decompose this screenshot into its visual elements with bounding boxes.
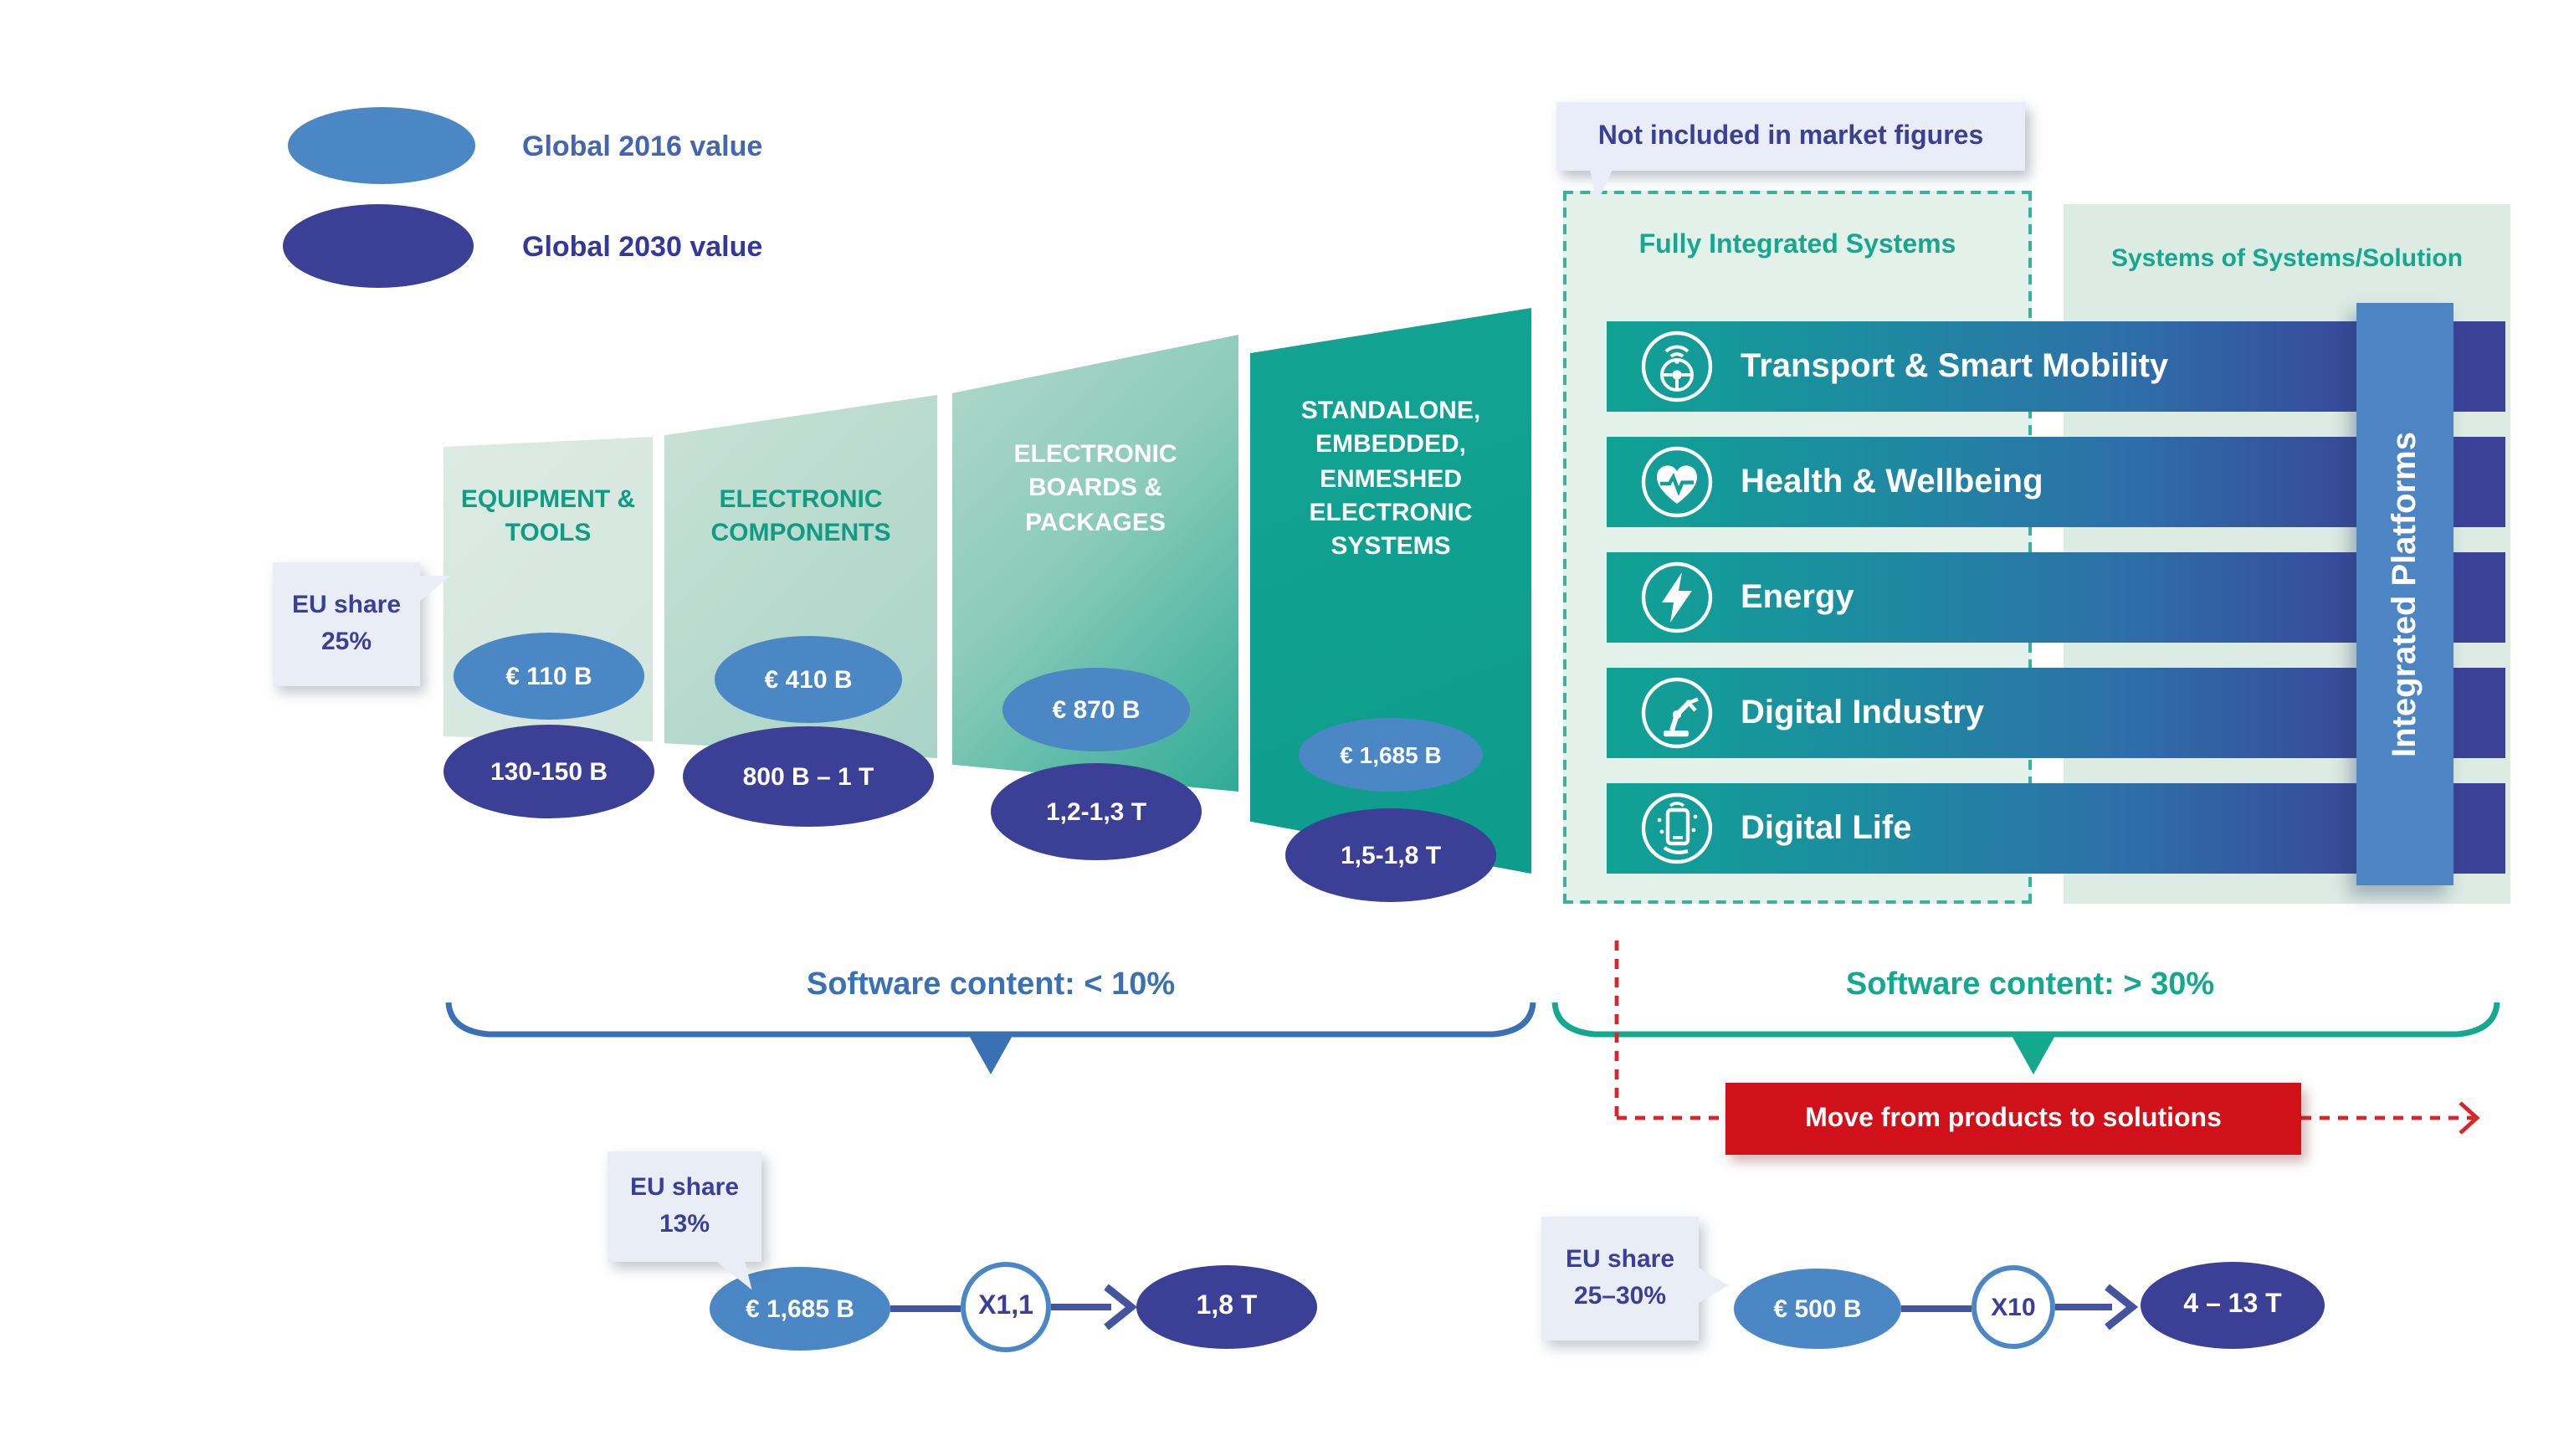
integrated-platforms-label: Integrated Platforms: [2386, 431, 2423, 757]
flow-left-2030-ellipse: 1,8 T: [1136, 1265, 1317, 1349]
value-2030-systems: 1,5-1,8 T: [1285, 808, 1496, 902]
panel-title: Fully Integrated Systems: [1638, 231, 1956, 259]
value-2030-boards: 1,2-1,3 T: [991, 763, 1202, 860]
eu-share-value: 25%: [320, 628, 372, 656]
sector-label: Energy: [1741, 578, 1854, 615]
sector-row-digital-industry: Digital Industry: [1607, 668, 2505, 758]
column-title: STANDALONE, EMBEDDED, ENMESHED ELECTRONI…: [1300, 397, 1481, 561]
banner-text: Move from products to solutions: [1805, 1104, 2222, 1132]
heart-pulse-icon: [1641, 446, 1713, 518]
flow-right-arrowhead: [2105, 1284, 2139, 1330]
legend-2016-label: Global 2016 value: [522, 131, 763, 162]
column-title: ELECTRONIC BOARDS & PACKAGES: [1013, 440, 1177, 536]
flow-left-2016-ellipse: € 1,685 B: [710, 1267, 890, 1351]
legend-2030-label: Global 2030 value: [522, 231, 763, 263]
robot-arm-icon: [1641, 677, 1713, 749]
value-2016-systems: € 1,685 B: [1299, 718, 1483, 792]
tablet-hands-icon: [1641, 792, 1713, 864]
flow-left-multiplier: X1,1: [961, 1262, 1051, 1352]
move-to-solutions-banner: Move from products to solutions: [1725, 1083, 2301, 1155]
value-2030-components: 800 B – 1 T: [683, 726, 934, 827]
legend-2016-ellipse: [288, 107, 475, 184]
sector-label: Health & Wellbeing: [1741, 463, 2043, 500]
eu-share-25-callout: EU share 25%: [273, 562, 450, 686]
callout-pointer: [418, 576, 450, 602]
column-electronic-boards-packages: ELECTRONIC BOARDS & PACKAGES: [952, 335, 1238, 792]
flow-right-2016-ellipse: € 500 B: [1734, 1269, 1901, 1349]
sector-label: Digital Industry: [1741, 694, 1985, 731]
flow-left-arrowhead: [1104, 1284, 1138, 1330]
sector-row-digital-life: Digital Life: [1607, 783, 2505, 874]
column-title: ELECTRONIC COMPONENTS: [710, 485, 891, 548]
right-brace-tick: [2010, 1033, 2057, 1074]
eu-share-label: EU share: [629, 1172, 740, 1201]
sector-row-transport: Transport & Smart Mobility: [1607, 321, 2505, 412]
lightning-icon: [1641, 561, 1713, 633]
sector-row-health: Health & Wellbeing: [1607, 437, 2505, 527]
software-content-left-label: Software content: < 10%: [806, 967, 1176, 1002]
value-2016-equipment: € 110 B: [454, 633, 644, 720]
legend-2030-ellipse: [283, 204, 474, 288]
software-content-right-label: Software content: > 30%: [1845, 967, 2215, 1002]
eu-share-25-30-callout: EU share 25–30%: [1541, 1217, 1729, 1341]
left-brace-tick: [967, 1033, 1014, 1074]
sector-label: Transport & Smart Mobility: [1741, 347, 2169, 384]
sector-row-energy: Energy: [1607, 552, 2505, 643]
eu-share-value: 13%: [659, 1210, 710, 1238]
value-2016-components: € 410 B: [715, 636, 902, 723]
value-2016-boards: € 870 B: [1002, 668, 1190, 751]
flow-right-2030-ellipse: 4 – 13 T: [2141, 1262, 2325, 1349]
callout-pointer: [1697, 1267, 1729, 1304]
panel-title: Systems of Systems/Solution: [2110, 244, 2464, 273]
steering-wheel-icon: [1641, 331, 1713, 402]
eu-share-label: EU share: [291, 590, 402, 618]
flow-right-multiplier: X10: [1972, 1265, 2055, 1349]
eu-share-13-callout: EU share 13%: [608, 1151, 761, 1297]
right-brace: [1551, 1002, 2500, 1038]
value-2030-equipment: 130-150 B: [444, 725, 654, 818]
red-arrowhead: [2459, 1101, 2480, 1135]
not-included-tooltip: Not included in market figures: [1556, 102, 2025, 203]
eu-share-label: EU share: [1565, 1244, 1675, 1273]
left-brace: [445, 1002, 1536, 1038]
column-electronic-systems: STANDALONE, EMBEDDED, ENMESHED ELECTRONI…: [1250, 308, 1531, 874]
integrated-platforms-bar: Integrated Platforms: [2356, 303, 2454, 885]
column-title: EQUIPMENT & TOOLS: [460, 485, 636, 548]
sector-label: Digital Life: [1741, 809, 1912, 846]
eu-share-value: 25–30%: [1573, 1282, 1667, 1310]
tooltip-text: Not included in market figures: [1597, 121, 1984, 150]
